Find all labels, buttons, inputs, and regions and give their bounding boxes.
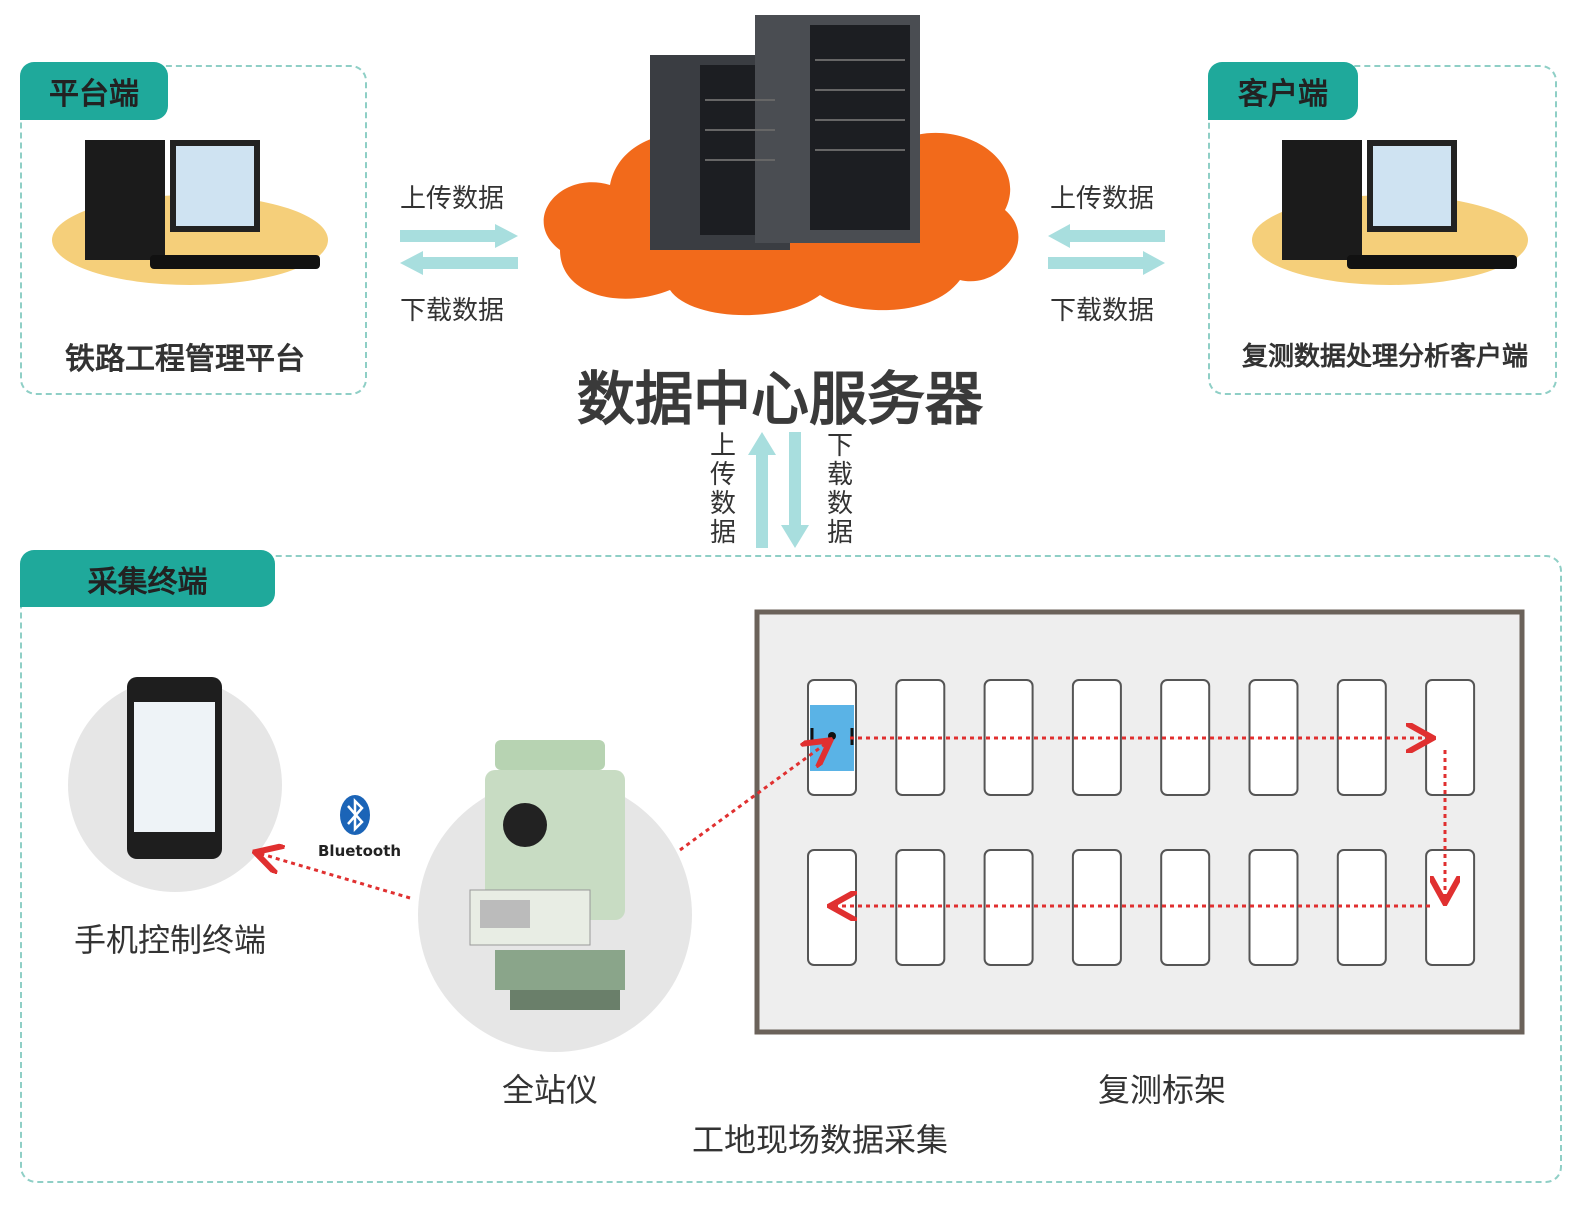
rack-slot [1160, 679, 1211, 796]
rack-slot [1071, 849, 1122, 966]
right-upload-label: 上传数据 [1050, 184, 1155, 214]
bluetooth-label: Bluetooth [318, 842, 402, 860]
rack-slot [1248, 849, 1299, 966]
vertical-upload-label: 上传数据 [709, 431, 736, 548]
station-label: 全站仪 [501, 1071, 599, 1109]
rack-slot [1336, 679, 1387, 796]
platform-panel [20, 65, 367, 395]
left-download-label: 下载数据 [400, 296, 505, 326]
client-tag: 客户端 [1208, 62, 1358, 120]
rack-slot [1071, 679, 1122, 796]
client-computer-icon [1252, 140, 1528, 285]
measurement-path [258, 738, 1445, 906]
server-title: 数据中心服务器 [576, 365, 984, 433]
client-panel [1208, 65, 1557, 395]
vertical-download-label: 下载数据 [826, 431, 853, 548]
rack-slot [1336, 849, 1387, 966]
total-station-icon [469, 740, 625, 1010]
rack-slot [895, 849, 946, 966]
data-flow-arrows [400, 224, 1165, 548]
rack-slot [1160, 849, 1211, 966]
collection-tag: 采集终端 [20, 550, 275, 607]
phone-icon [127, 677, 222, 859]
right-download-label: 下载数据 [1050, 296, 1155, 326]
rack-slots [807, 679, 1476, 966]
platform-tag: 平台端 [20, 62, 168, 120]
rack-slot [983, 849, 1034, 966]
collection-panel [20, 555, 1562, 1183]
collection-caption: 工地现场数据采集 [691, 1121, 949, 1159]
platform-computer-icon [52, 140, 328, 285]
rack-slot [983, 679, 1034, 796]
cloud-server-icon [543, 15, 1019, 316]
rack-frame [754, 609, 1525, 1035]
platform-label: 铁路工程管理平台 [65, 342, 305, 377]
rack-slot [1248, 679, 1299, 796]
rack-label: 复测标架 [1097, 1071, 1227, 1109]
client-label: 复测数据处理分析客户端 [1241, 342, 1529, 372]
left-upload-label: 上传数据 [400, 184, 505, 214]
phone-label: 手机控制终端 [73, 921, 267, 959]
bluetooth-icon [340, 795, 370, 835]
rack-slot [895, 679, 946, 796]
